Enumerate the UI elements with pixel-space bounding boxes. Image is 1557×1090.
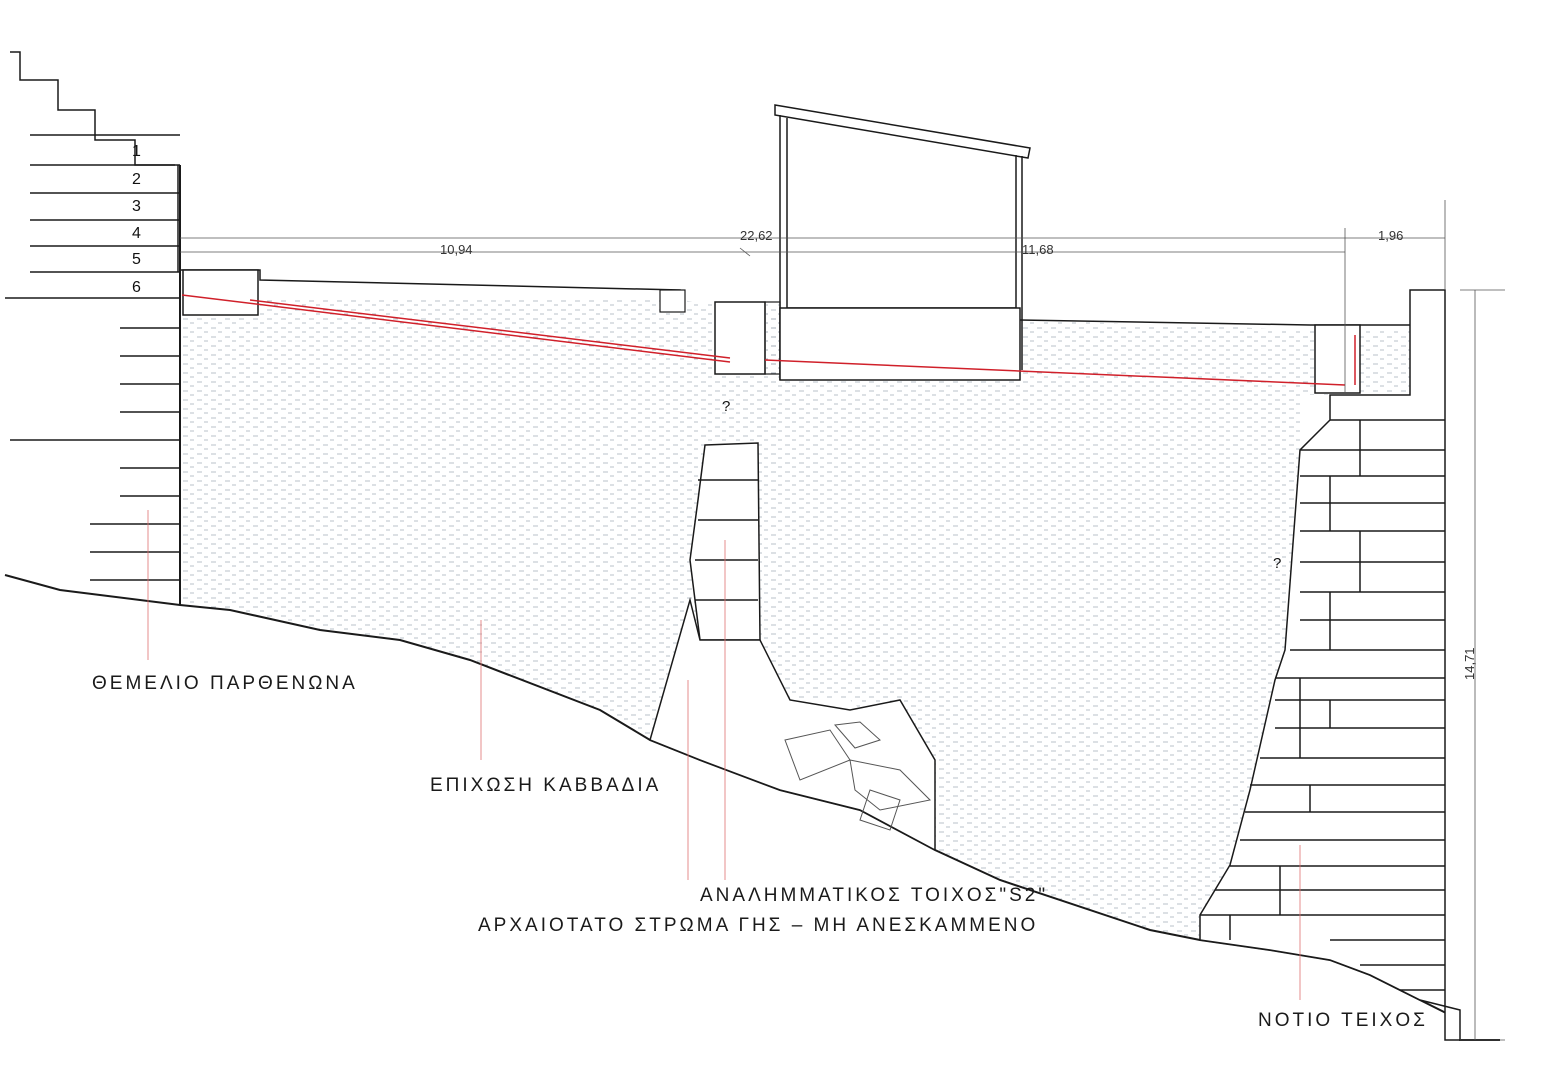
step-number-4: 4 — [132, 225, 141, 242]
shelter-structure — [774, 104, 1031, 381]
dimension-left-span: 10,94 — [440, 242, 473, 257]
label-parthenon-foundation: ΘΕΜΕΛΙΟ ΠΑΡΘΕΝΩΝΑ — [92, 673, 358, 694]
label-retaining-wall: ΑΝΑΛΗΜΜΑΤΙΚΟΣ ΤΟΙΧΟΣ"S2" — [700, 885, 1049, 906]
backfill-area — [180, 298, 1410, 940]
step-number-5: 5 — [132, 251, 141, 268]
middle-box — [714, 301, 766, 375]
dimension-edge-span: 1,96 — [1378, 228, 1404, 243]
red-slope-line — [181, 294, 1356, 386]
unknown-marker-right: ? — [1273, 555, 1282, 572]
dimension-height: 14,71 — [1462, 647, 1477, 680]
unknown-marker-middle: ? — [722, 398, 731, 415]
dimension-right-span: 11,68 — [1022, 242, 1054, 257]
label-south-wall: ΝΟΤΙΟ ΤΕΙΧΟΣ — [1258, 1010, 1428, 1031]
parthenon-foundation — [5, 51, 181, 605]
left-box — [182, 269, 259, 316]
step-number-3: 3 — [132, 198, 141, 215]
dimension-lines — [180, 200, 1505, 1041]
leader-lines — [147, 510, 1301, 1000]
step-number-2: 2 — [132, 171, 141, 188]
step-number-1: 1 — [132, 143, 141, 160]
dimension-total-span: 22,62 — [740, 228, 773, 243]
step-number-6: 6 — [132, 279, 141, 296]
label-kavvadias-fill: ΕΠΙΧΩΣΗ ΚΑΒΒΑΔΙΑ — [430, 775, 662, 796]
label-oldest-layer: ΑΡΧΑΙΟΤΑΤΟ ΣΤΡΩΜΑ ΓΗΣ – ΜΗ ΑΝΕΣΚΑΜΜΕΝΟ — [478, 915, 1039, 936]
right-box — [1314, 324, 1361, 394]
south-wall — [1199, 289, 1461, 1041]
rock-outcrop — [784, 721, 932, 831]
